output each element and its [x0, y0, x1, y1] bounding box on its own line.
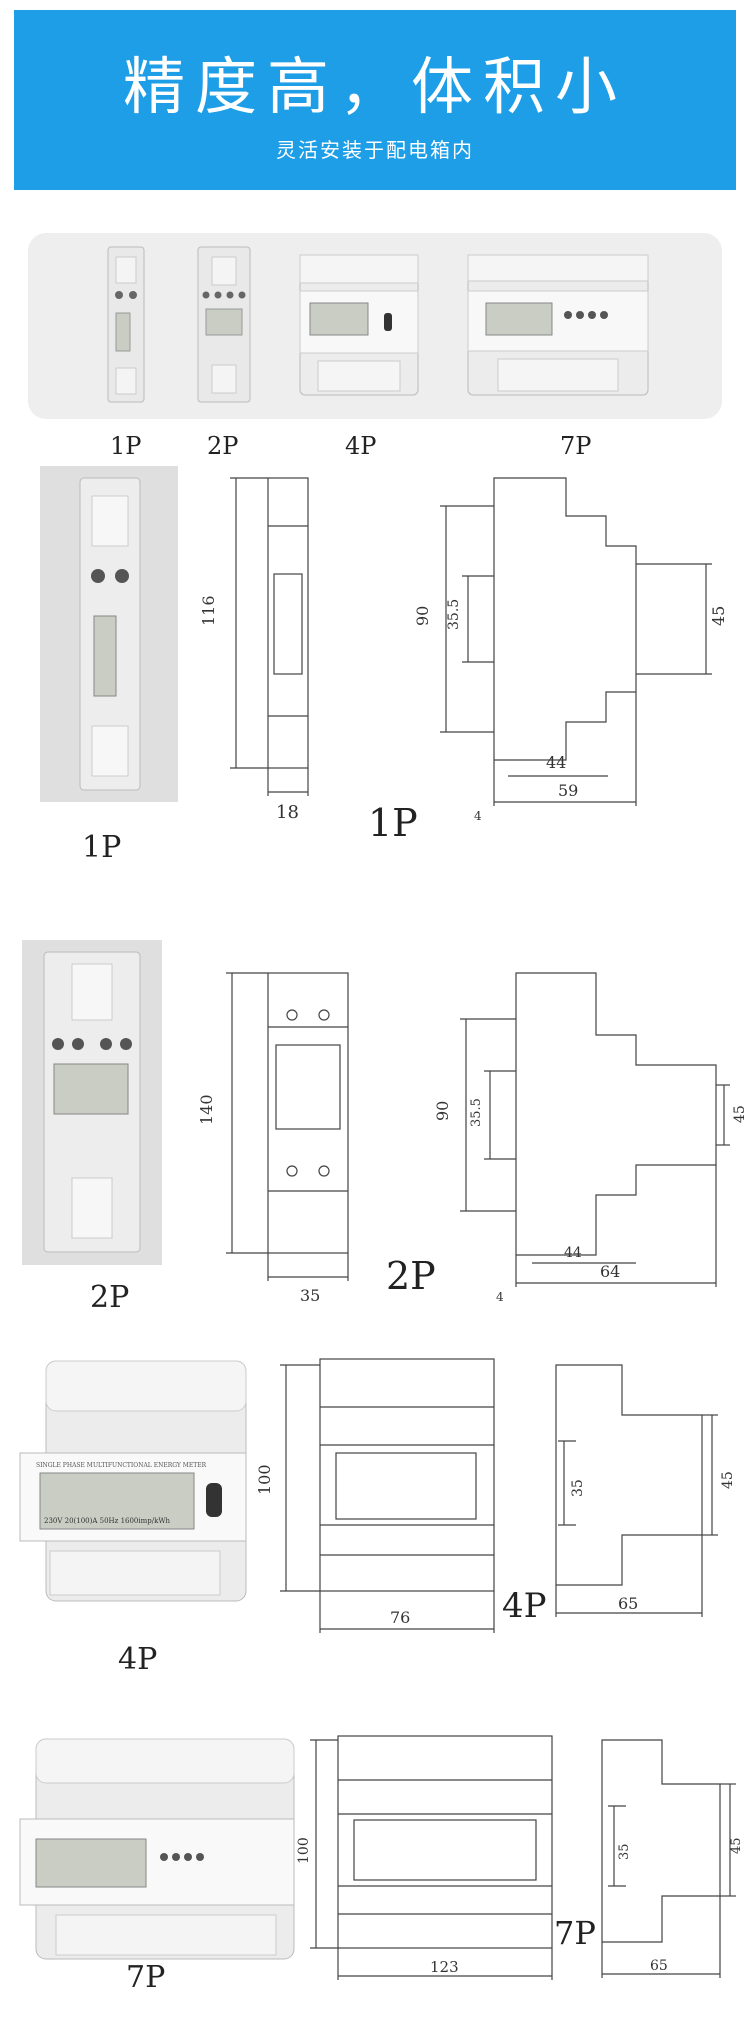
dim-1p-width: 18 [276, 802, 299, 823]
dim-1p-offset: 4 [474, 809, 482, 823]
photo-7p [19, 1738, 295, 1960]
drawing-4p: 100 76 35 45 65 4P [255, 1358, 736, 1633]
photo-2p [43, 951, 141, 1253]
dim-7p-inner: 35 [617, 1843, 632, 1860]
drawing-7p-label: 7P [554, 1914, 596, 1952]
dim-2p-bottom-inner: 44 [564, 1245, 582, 1261]
dim-2p-width: 35 [300, 1286, 320, 1305]
product-strip-illustrations [107, 246, 649, 403]
drawing-2p: 140 35 90 35.5 45 44 64 4 2P [197, 972, 748, 1305]
meter-4p-header: SINGLE PHASE MULTIFUNCTIONAL ENERGY METE… [36, 1462, 207, 1469]
banner-title: 精度高，体积小 [122, 50, 627, 123]
drawing-2p-label: 2P [386, 1254, 436, 1298]
dim-2p-offset: 4 [496, 1290, 504, 1304]
photo-1p-label: 1P [82, 830, 122, 865]
dim-4p-width: 76 [390, 1608, 410, 1627]
dim-7p-height: 100 [296, 1837, 312, 1864]
dim-1p-right: 45 [709, 606, 728, 626]
dim-2p-height: 140 [197, 1094, 216, 1125]
meter-4p-illustration [299, 254, 419, 396]
strip-label-4p: 4P [345, 432, 377, 460]
photo-7p-label: 7P [126, 1960, 166, 1995]
drawing-1p: 116 18 90 35.5 45 44 59 4 1P [199, 477, 728, 845]
dim-1p-side-height: 90 [413, 606, 432, 626]
meter-2p-illustration [197, 246, 251, 403]
photo-1p [79, 477, 141, 791]
dim-2p-inner: 35.5 [469, 1098, 484, 1127]
dim-4p-height: 100 [255, 1464, 274, 1495]
strip-label-7p: 7P [560, 432, 592, 460]
dim-7p-bottom-total: 65 [650, 1958, 668, 1974]
dim-2p-bottom-total: 64 [600, 1262, 620, 1281]
banner [14, 10, 736, 190]
dim-7p-right: 45 [729, 1837, 744, 1854]
photo-4p-label: 4P [118, 1642, 158, 1677]
banner-subtitle: 灵活安装于配电箱内 [276, 138, 474, 162]
drawing-4p-label: 4P [502, 1586, 547, 1626]
photo-2p-label: 2P [90, 1280, 130, 1315]
dim-4p-right: 45 [720, 1471, 736, 1489]
dim-4p-bottom-total: 65 [618, 1594, 638, 1613]
drawing-7p: 100 123 35 45 65 7P [296, 1735, 744, 1980]
meter-7p-illustration [467, 254, 649, 396]
dim-1p-bottom-inner: 44 [546, 753, 566, 772]
strip-label-1p: 1P [110, 432, 142, 460]
meter-4p-rating: 230V 20(100)A 50Hz 1600imp/kWh [44, 1517, 171, 1525]
dim-2p-right: 45 [732, 1105, 748, 1123]
dim-4p-inner: 35 [570, 1479, 586, 1497]
dim-1p-height: 116 [199, 595, 218, 626]
meter-1p-illustration [107, 246, 145, 403]
drawing-1p-label: 1P [368, 801, 418, 845]
dim-7p-width: 123 [430, 1958, 459, 1976]
photo-4p: SINGLE PHASE MULTIFUNCTIONAL ENERGY METE… [19, 1360, 247, 1602]
dim-1p-bottom-total: 59 [558, 781, 578, 800]
dim-2p-side-height: 90 [433, 1101, 452, 1121]
strip-label-2p: 2P [207, 432, 239, 460]
dim-1p-inner: 35.5 [446, 599, 462, 630]
